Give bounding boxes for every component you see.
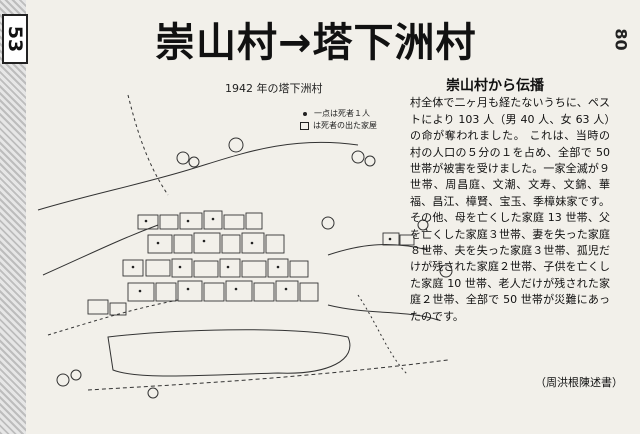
legend-label: は死者の出た家屋 bbox=[313, 121, 377, 130]
side-page-number: 80 bbox=[611, 28, 631, 51]
map-title: 1942 年の塔下洲村 bbox=[225, 82, 323, 95]
edge-stripe bbox=[0, 0, 26, 434]
article-body: 村全体で二ヶ月も経たないうちに、ペストにより 103 人（男 40 人、女 63… bbox=[410, 96, 610, 323]
legend-item-house: は死者の出た家屋 bbox=[300, 120, 377, 132]
square-icon bbox=[300, 122, 309, 130]
article-signature: （周洪根陳述書） bbox=[535, 376, 623, 389]
map-legend: 一点は死者１人 は死者の出た家屋 bbox=[300, 108, 377, 132]
legend-item-dead: 一点は死者１人 bbox=[300, 108, 377, 120]
page-number: 53 bbox=[4, 25, 27, 53]
article: 崇山村から伝播 村全体で二ヶ月も経たないうちに、ペストにより 103 人（男 4… bbox=[410, 78, 610, 325]
dot-icon bbox=[303, 112, 307, 116]
legend-label: 一点は死者１人 bbox=[314, 109, 370, 118]
village-map bbox=[37, 94, 453, 399]
page-title: 崇山村→塔下洲村 bbox=[155, 20, 477, 66]
page-number-box: 53 bbox=[2, 14, 28, 64]
article-heading: 崇山村から伝播 bbox=[446, 78, 544, 94]
